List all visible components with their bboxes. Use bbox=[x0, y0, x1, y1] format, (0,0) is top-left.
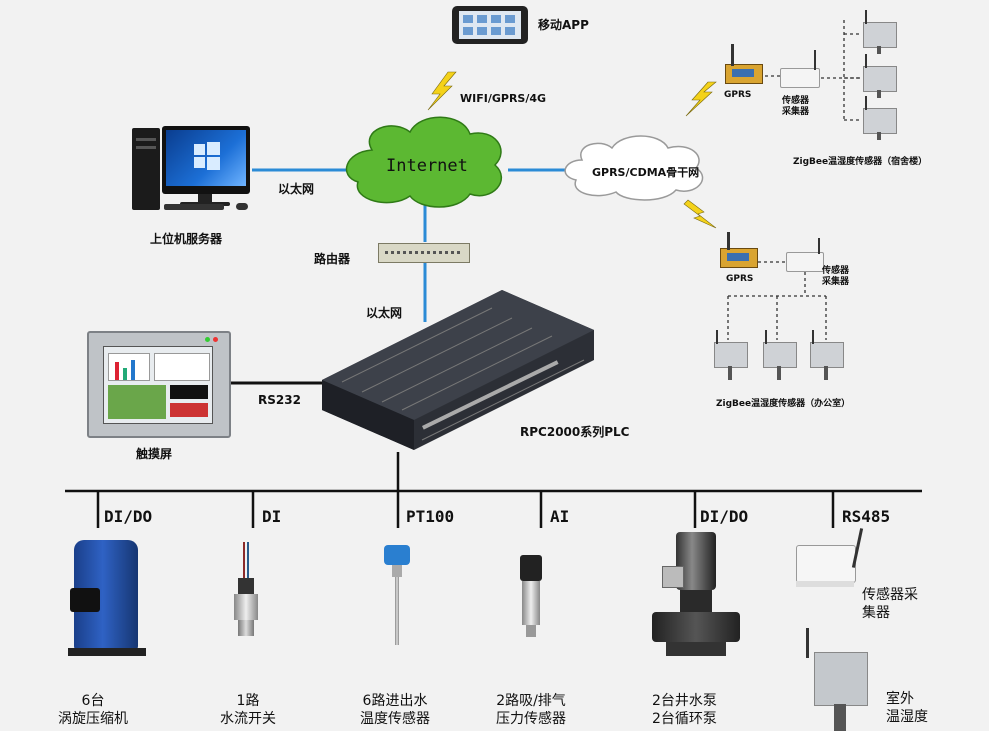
rs232-label: RS232 bbox=[258, 393, 301, 407]
tap-1-signal: DI/DO bbox=[104, 507, 153, 526]
bolt-dorm-icon bbox=[685, 81, 717, 117]
bolt-wifi-icon bbox=[427, 71, 457, 111]
tap-4-device-label: 2路吸/排气 压力传感器 bbox=[496, 693, 566, 727]
touchscreen-icon bbox=[87, 331, 231, 438]
tap-4-signal: AI bbox=[550, 507, 570, 526]
dorm-collector-label: 传感器 采集器 bbox=[782, 96, 810, 117]
dorm-gprs-module-icon bbox=[725, 64, 763, 84]
tap-3-device-label: 6路进出水 温度传感器 bbox=[360, 693, 430, 727]
mobile-app-label: 移动APP bbox=[538, 18, 589, 32]
tap-5-device-label: 2台井水泵 2台循环泵 bbox=[652, 693, 717, 727]
office-collector-icon bbox=[786, 252, 824, 272]
outdoor-sensor-label: 室外 温湿度 bbox=[886, 691, 928, 725]
dorm-gprs-label: GPRS bbox=[724, 90, 752, 100]
office-collector-label: 传感器 采集器 bbox=[822, 266, 850, 287]
mobile-phone-icon bbox=[452, 6, 528, 44]
router-label: 路由器 bbox=[314, 252, 351, 266]
gprs-cdma-label: GPRS/CDMA骨干网 bbox=[592, 166, 700, 179]
host-server-label: 上位机服务器 bbox=[150, 232, 223, 246]
ethernet-left-label: 以太网 bbox=[278, 182, 315, 196]
dorm-gprs-antenna bbox=[731, 44, 734, 66]
touchscreen-label: 触摸屏 bbox=[136, 447, 173, 461]
tap-6-device-label: 传感器采 集器 bbox=[862, 587, 918, 621]
tap-3-signal: PT100 bbox=[406, 507, 455, 526]
tap-2-signal: DI bbox=[262, 507, 282, 526]
office-sensors-label: ZigBee温湿度传感器（办公室） bbox=[716, 399, 851, 409]
tap-6-signal: RS485 bbox=[842, 507, 891, 526]
plc-label: RPC2000系列PLC bbox=[520, 425, 630, 439]
office-gprs-module-icon bbox=[720, 248, 758, 268]
bolt-office-icon bbox=[683, 199, 717, 229]
tap-2-device-label: 1路 水流开关 bbox=[220, 693, 276, 727]
ethernet-bottom-label: 以太网 bbox=[366, 306, 403, 320]
wifi-gprs-4g-label: WIFI/GPRS/4G bbox=[460, 92, 547, 105]
router-icon bbox=[378, 243, 470, 263]
dorm-collector-icon bbox=[780, 68, 820, 88]
internet-cloud-icon bbox=[345, 116, 502, 208]
gprs-cloud-icon bbox=[564, 135, 704, 201]
office-gprs-label: GPRS bbox=[726, 274, 754, 284]
tap-5-signal: DI/DO bbox=[700, 507, 749, 526]
tap-1-device-label: 6台 涡旋压缩机 bbox=[58, 693, 128, 727]
internet-label: Internet bbox=[386, 156, 468, 176]
dorm-sensors-label: ZigBee温湿度传感器（宿舍楼） bbox=[793, 157, 928, 167]
dorm-sensor-tree bbox=[765, 20, 862, 121]
